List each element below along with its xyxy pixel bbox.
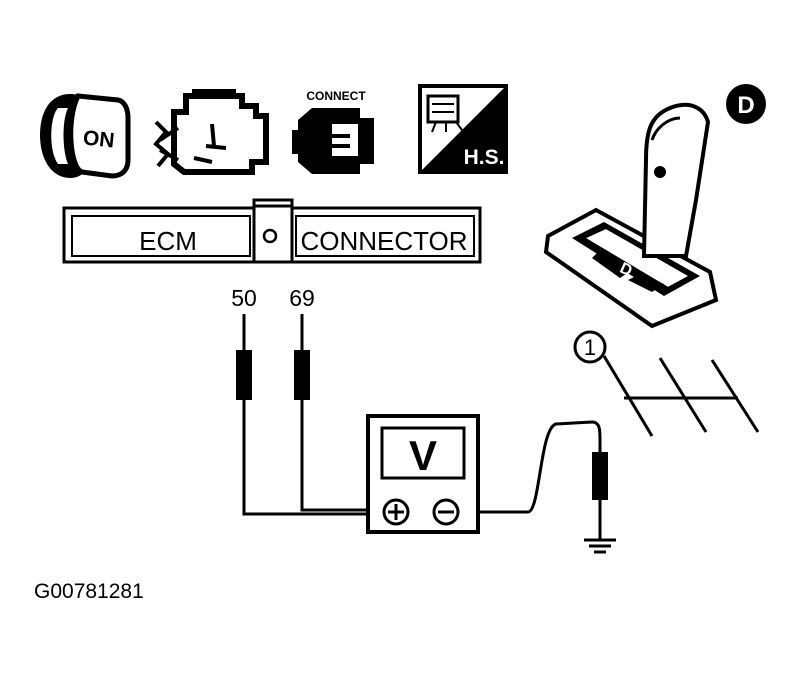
connector-icon: CONNECT [292,89,374,174]
voltmeter: V [366,414,480,534]
pin-69-label: 69 [289,285,315,311]
callout-1-label: 1 [584,335,596,360]
callout-1: 1 [573,330,760,437]
pin-50-label: 50 [231,285,257,311]
engine-off-icon [153,89,269,175]
ignition-key-on-icon: ON [40,93,131,179]
ecm-label: ECM [139,226,197,256]
figure-code: G00781281 [34,580,144,603]
probe-69 [294,350,310,400]
drive-badge-icon [726,84,766,124]
probe-50 [236,350,252,400]
ecm-connector: ECM CONNECTOR [62,198,482,264]
harness-side-icon: H.S. [418,84,508,174]
test-leads [236,314,608,540]
shifter-illustration: D D [543,84,766,329]
connector-label: CONNECTOR [300,226,467,256]
ground-symbol-icon [584,538,616,554]
harness-side-label: H.S. [464,146,505,169]
drive-badge-label: D [737,92,754,119]
connect-label: CONNECT [306,89,366,103]
voltmeter-symbol: V [409,432,437,479]
probe-ground [592,452,608,500]
ignition-key-on-label: ON [82,126,116,152]
